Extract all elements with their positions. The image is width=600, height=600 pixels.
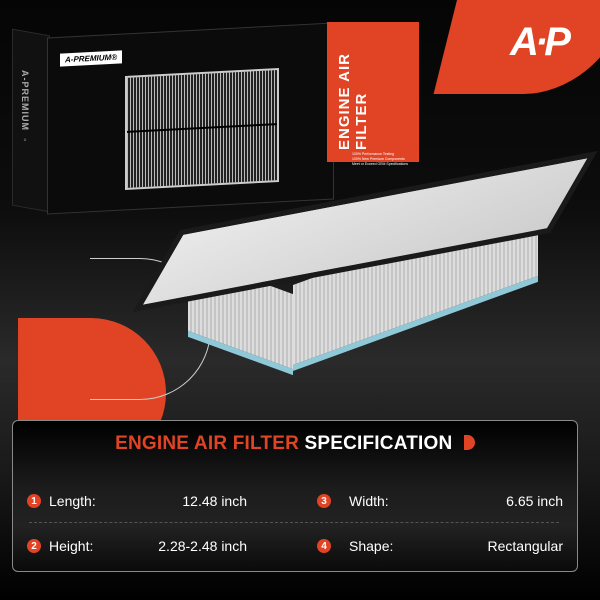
number-badge-icon: 2 [27, 539, 41, 553]
air-filter-product [132, 150, 598, 376]
box-side-brand-text: A-PREMIUM ◦ [20, 70, 30, 146]
specification-card: ENGINE AIR FILTER SPECIFICATION 1 Length… [12, 420, 578, 572]
number-badge-icon: 4 [317, 539, 331, 553]
spec-label: Length: [49, 493, 96, 509]
spec-item-height: 2 Height: 2.28-2.48 inch [27, 534, 247, 558]
dashed-divider [29, 522, 559, 523]
spec-row: 1 Length: 12.48 inch 3 Width: 6.65 inch [27, 489, 563, 513]
filter-illustration-icon [125, 67, 279, 191]
box-side-panel [12, 28, 50, 213]
spec-item-shape: 4 Shape: Rectangular [317, 534, 563, 558]
spec-value: 6.65 inch [506, 493, 563, 509]
spec-title-accent: ENGINE AIR FILTER [115, 433, 299, 454]
spec-row: 2 Height: 2.28-2.48 inch 4 Shape: Rectan… [27, 534, 563, 558]
spec-value: 12.48 inch [182, 493, 247, 509]
box-bullet: 100% Performance Testing [352, 152, 394, 156]
spec-title-rest: SPECIFICATION [304, 433, 453, 454]
spec-value: 2.28-2.48 inch [158, 538, 247, 554]
spec-item-width: 3 Width: 6.65 inch [317, 489, 563, 513]
box-bullet: 100% New Premium Components [352, 157, 405, 161]
spec-item-length: 1 Length: 12.48 inch [27, 489, 247, 513]
box-feature-bullets: 100% Performance Testing 100% New Premiu… [352, 152, 408, 167]
number-badge-icon: 1 [27, 494, 41, 508]
brand-logo-icon: A·P [510, 20, 571, 64]
spec-label: Height: [49, 538, 94, 554]
number-badge-icon: 3 [317, 494, 331, 508]
spec-label: Width: [349, 493, 389, 509]
box-panel-title: ENGINE AIR FILTER [336, 53, 370, 150]
spec-value: Rectangular [487, 538, 564, 554]
box-red-panel [327, 22, 419, 162]
box-bullet: Meet or Exceed OEM Specifications [352, 162, 409, 166]
spec-title: ENGINE AIR FILTER SPECIFICATION [13, 433, 577, 455]
d-brand-icon [463, 435, 475, 450]
spec-label: Shape: [349, 538, 394, 554]
